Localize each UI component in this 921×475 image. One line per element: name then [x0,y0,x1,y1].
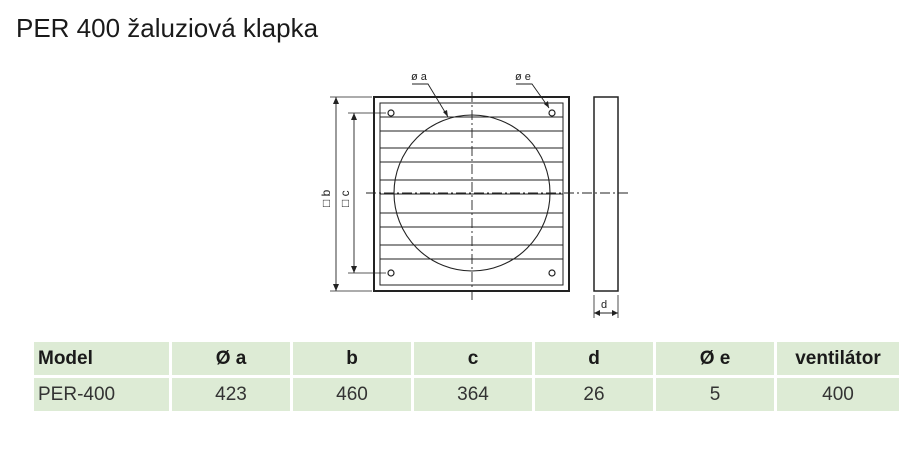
cell-model: PER-400 [34,378,169,411]
outer-frame [373,96,570,292]
table-row: PER-400 423 460 364 26 5 400 [34,378,899,411]
screw-hole-bottom-left [387,269,395,277]
screw-hole-bottom-right [548,269,556,277]
header-d: d [535,342,653,375]
label-c: □ c [338,190,352,207]
page-title: PER 400 žaluziová klapka [16,13,319,43]
cell-diameter-e: 5 [656,378,774,411]
technical-drawing: ø a ø e □ b □ c d [319,71,630,318]
louvre-slats [380,116,563,260]
spec-table: Model Ø a b c d Ø e ventilátor PER-400 4… [31,339,902,414]
cell-d: 26 [535,378,653,411]
cell-c: 364 [414,378,532,411]
cell-b: 460 [293,378,411,411]
leader-lines [412,83,550,118]
header-c: c [414,342,532,375]
header-diameter-a: Ø a [172,342,290,375]
cell-diameter-a: 423 [172,378,290,411]
cell-fan: 400 [777,378,899,411]
header-fan: ventilátor [777,342,899,375]
side-profile [593,96,619,292]
side-view [593,96,619,318]
label-diameter-e: ø e [515,71,531,83]
front-view [366,92,630,302]
label-d: d [601,299,607,311]
dimension-c [348,112,386,274]
header-diameter-e: Ø e [656,342,774,375]
table-header-row: Model Ø a b c d Ø e ventilátor [34,342,899,375]
header-model: Model [34,342,169,375]
screw-hole-top-left [387,109,395,117]
label-b: □ b [319,189,333,207]
duct-circle [393,114,551,272]
header-b: b [293,342,411,375]
screw-hole-top-right [548,109,556,117]
dimension-b [330,96,372,292]
label-diameter-a: ø a [411,71,428,83]
